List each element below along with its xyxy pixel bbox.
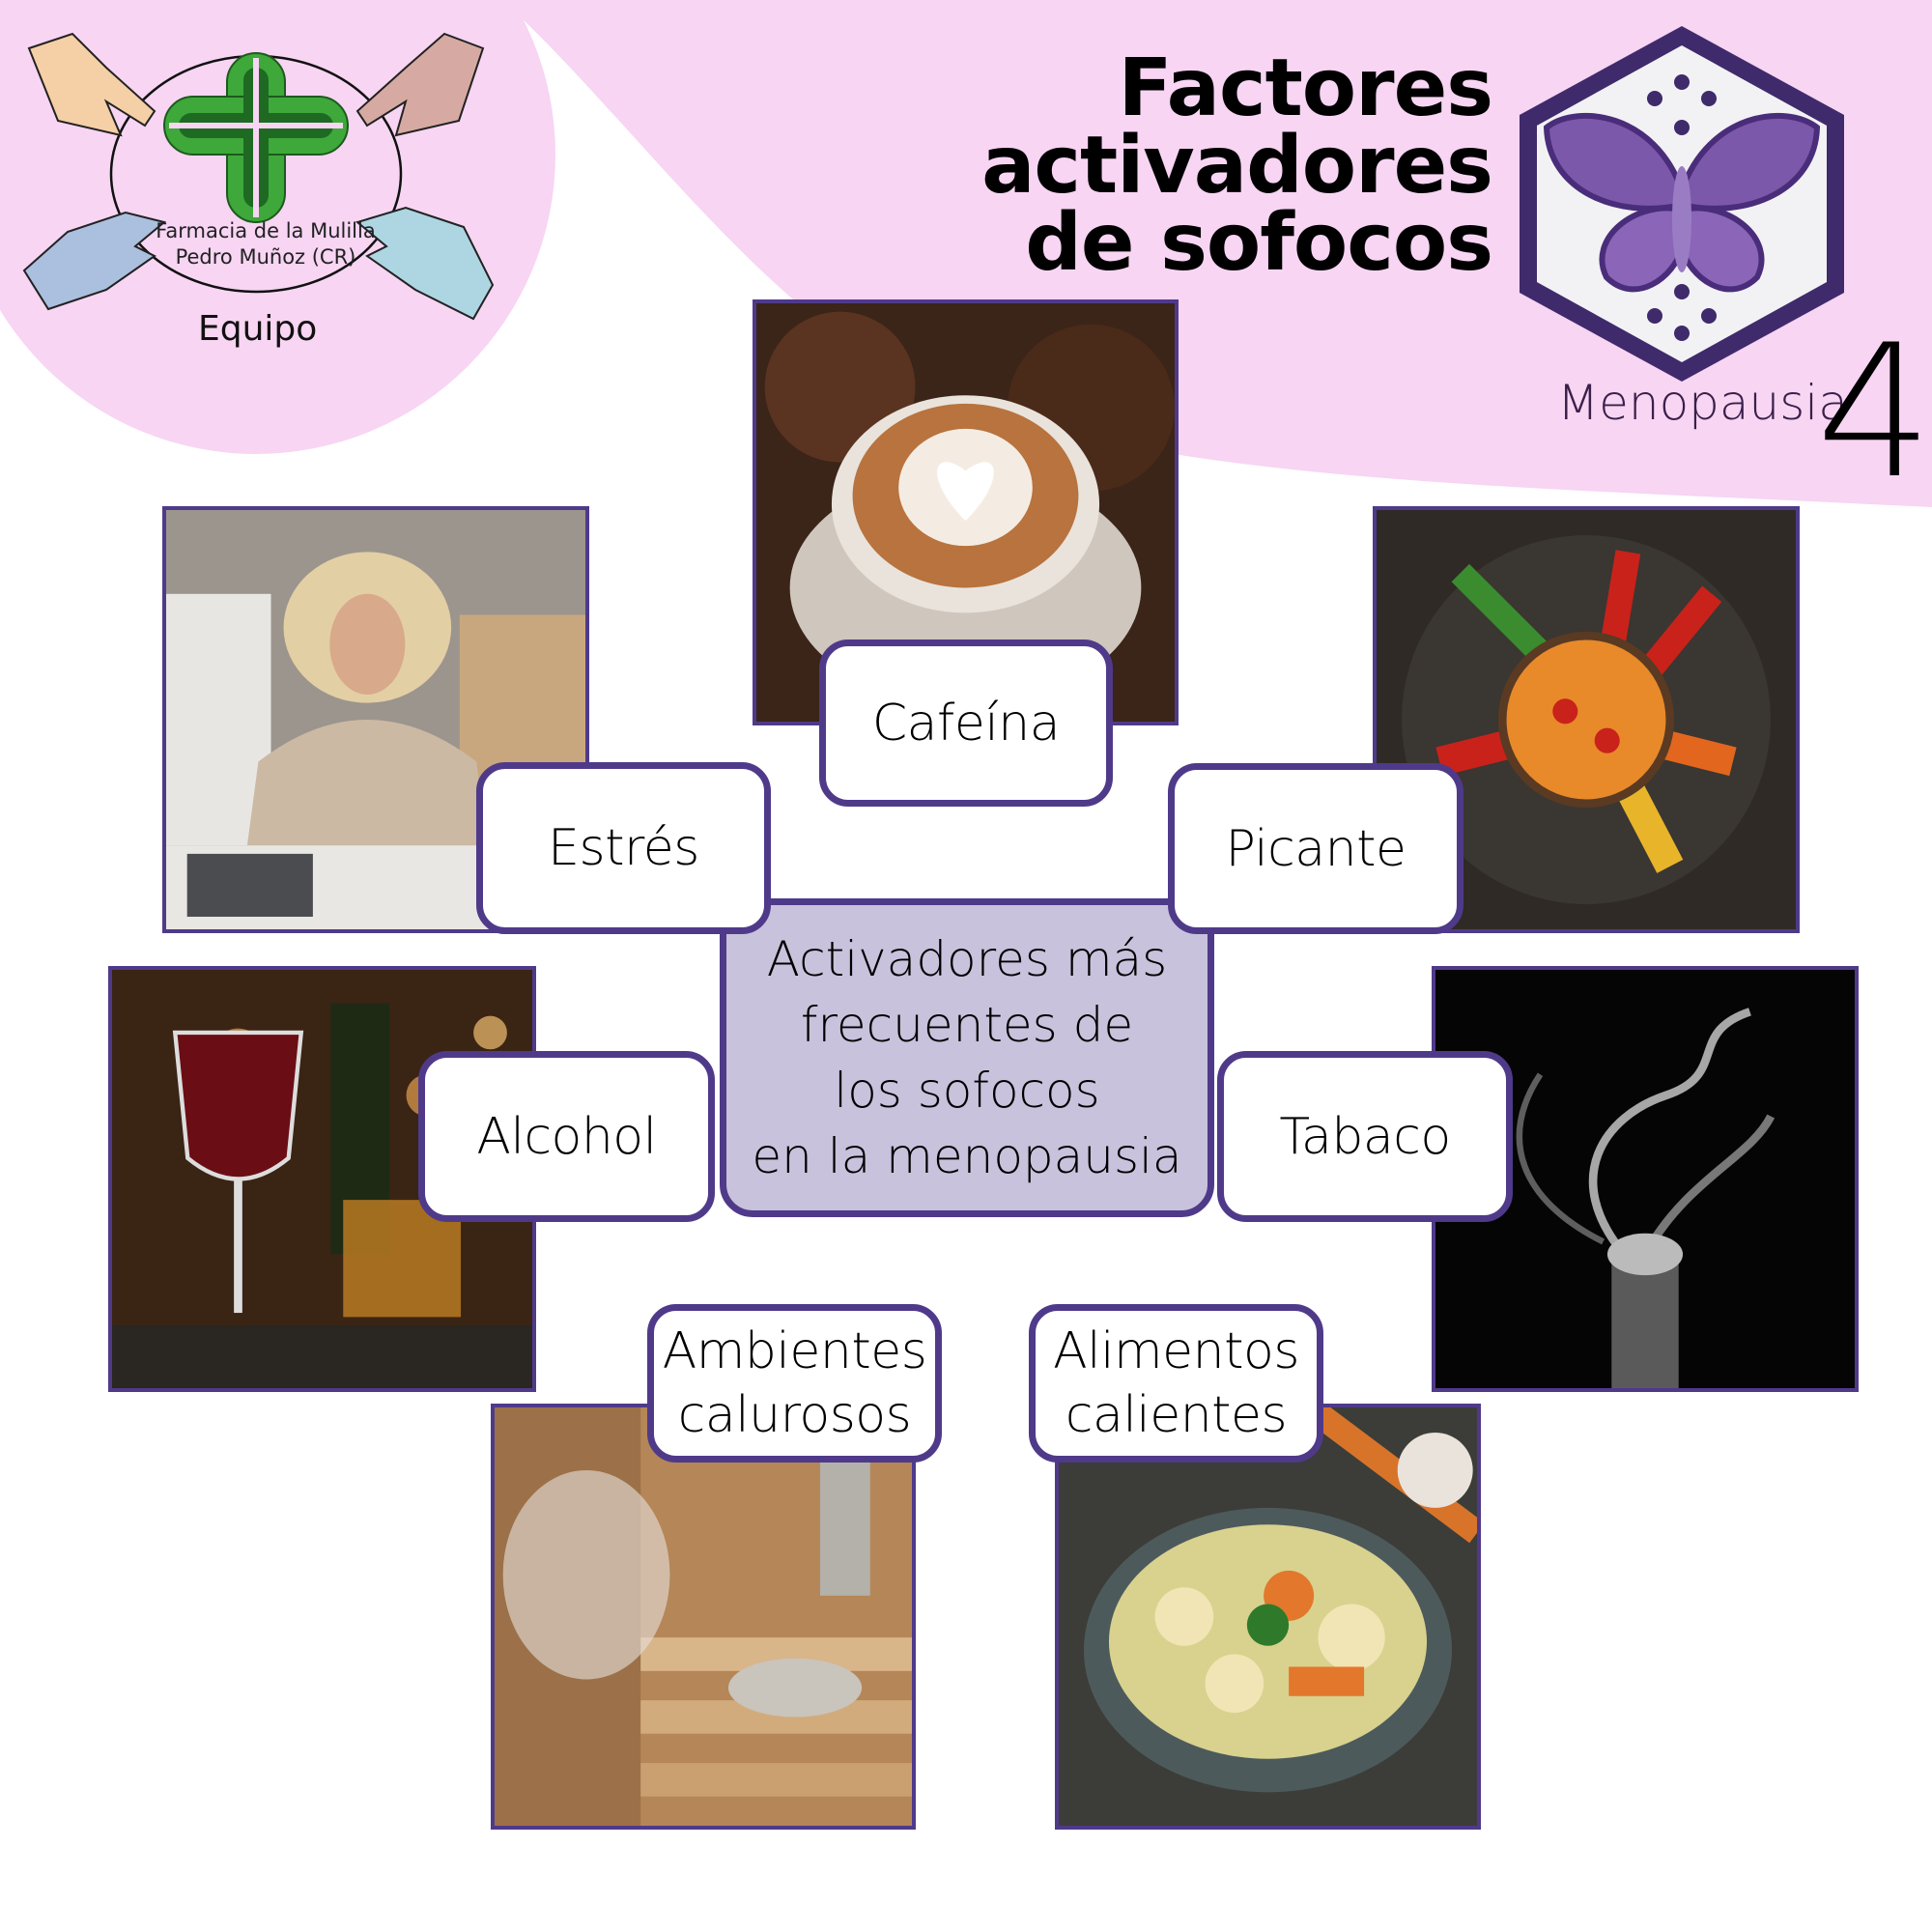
central-topic-line-4: en la menopausia bbox=[752, 1128, 1182, 1184]
pharmacy-location: Pedro Muñoz (CR) bbox=[175, 245, 356, 269]
label-text: Estrés bbox=[548, 819, 699, 877]
label-text: Tabaco bbox=[1279, 1107, 1451, 1166]
label-text-line-2: calientes bbox=[1065, 1386, 1288, 1444]
label-text-line-1: Alimentos bbox=[1053, 1322, 1299, 1380]
title-line-3: de sofocos bbox=[1025, 197, 1493, 289]
central-topic-line-1: Activadores más bbox=[766, 931, 1168, 987]
green-cross-with-hands-icon bbox=[22, 32, 495, 321]
title-line-2: activadores bbox=[981, 120, 1493, 212]
label-text-line-1: Ambientes bbox=[662, 1322, 927, 1380]
chili-peppers-spicy-soup-photo bbox=[1373, 506, 1800, 933]
central-topic-line-2: frecuentes de bbox=[800, 997, 1134, 1053]
label-estres: Estrés bbox=[476, 762, 771, 934]
title-line-1: Factores bbox=[1118, 43, 1493, 134]
central-topic-box: Activadores más frecuentes de los sofoco… bbox=[720, 898, 1214, 1217]
sauna-steam-photo bbox=[491, 1404, 916, 1830]
label-picante: Picante bbox=[1168, 763, 1463, 934]
pharmacy-logo: Farmacia de la Mulilla Pedro Muñoz (CR) bbox=[19, 29, 502, 348]
series-name: Menopausia bbox=[1557, 375, 1848, 431]
label-text-line-2: calurosos bbox=[677, 1386, 912, 1444]
hot-vegetable-soup-photo bbox=[1055, 1404, 1481, 1830]
wine-and-whisky-photo bbox=[108, 966, 536, 1392]
label-text: Cafeína bbox=[871, 694, 1061, 753]
label-text: Alcohol bbox=[476, 1107, 657, 1166]
butterfly-hexagon-icon bbox=[1520, 26, 1844, 382]
page-title: Factores activadores de sofocos bbox=[981, 43, 1493, 289]
label-ambientes-calurosos: Ambientes calurosos bbox=[647, 1304, 942, 1463]
central-topic-line-3: los sofocos bbox=[834, 1063, 1100, 1119]
series-number: 4 bbox=[1816, 305, 1932, 519]
pharmacy-name: Farmacia de la Mulilla bbox=[156, 219, 376, 242]
team-caption: Equipo bbox=[198, 309, 318, 349]
label-alcohol: Alcohol bbox=[418, 1051, 715, 1222]
label-cafeina: Cafeína bbox=[819, 639, 1113, 807]
label-tabaco: Tabaco bbox=[1217, 1051, 1513, 1222]
label-alimentos-calientes: Alimentos calientes bbox=[1029, 1304, 1323, 1463]
label-text: Picante bbox=[1225, 819, 1406, 878]
